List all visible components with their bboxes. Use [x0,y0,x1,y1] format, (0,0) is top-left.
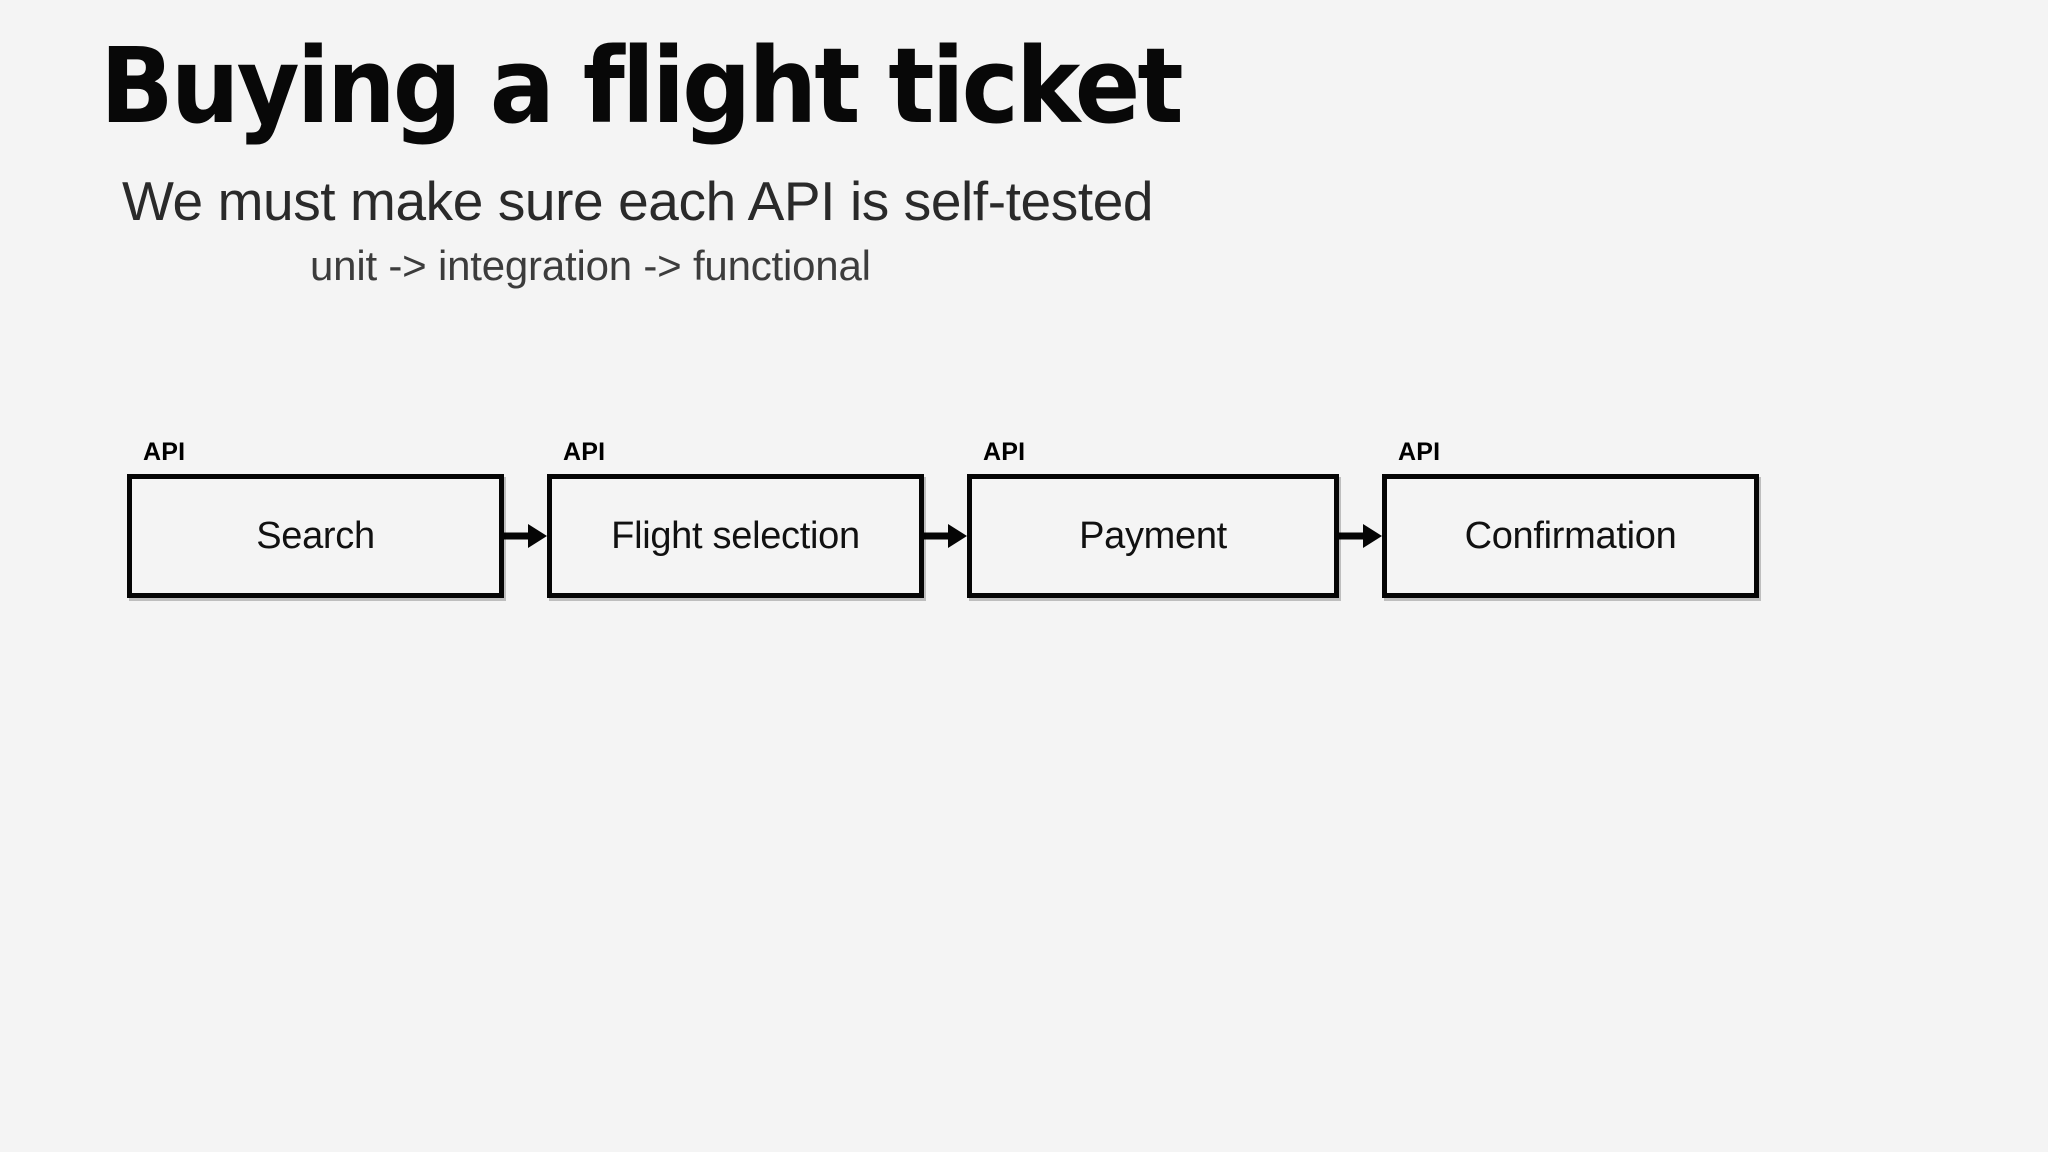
flow-box-label: Confirmation [1464,514,1677,557]
arrow-right-icon [924,523,967,549]
page-subnote: unit -> integration -> functional [310,242,871,289]
stage-tag-label: API [563,438,606,466]
stage-tag-label: API [143,438,186,466]
flow-box-search[interactable]: Search [127,474,504,598]
flow-connector-3 [1339,474,1382,598]
api-flow-diagram: API Search API Flight selection [127,440,1759,598]
flow-connector-2 [924,474,967,598]
arrow-right-icon [504,523,547,549]
page-subtitle: We must make sure each API is self-teste… [122,170,1154,232]
flow-stage-flight-selection[interactable]: API Flight selection [547,440,924,598]
flow-box-confirmation[interactable]: Confirmation [1382,474,1759,598]
flow-box-label: Flight selection [611,514,860,557]
arrow-right-icon [1339,523,1382,549]
flow-box-payment[interactable]: Payment [967,474,1339,598]
flow-connector-1 [504,474,547,598]
flow-box-flight-selection[interactable]: Flight selection [547,474,924,598]
flow-stage-confirmation[interactable]: API Confirmation [1382,440,1759,598]
flow-stage-payment[interactable]: API Payment [967,440,1339,598]
flow-box-label: Payment [1079,514,1227,557]
flow-box-label: Search [256,514,375,557]
page-title: Buying a flight ticket [100,25,1184,147]
stage-tag-label: API [1398,438,1441,466]
flow-stage-search[interactable]: API Search [127,440,504,598]
stage-tag-label: API [983,438,1026,466]
